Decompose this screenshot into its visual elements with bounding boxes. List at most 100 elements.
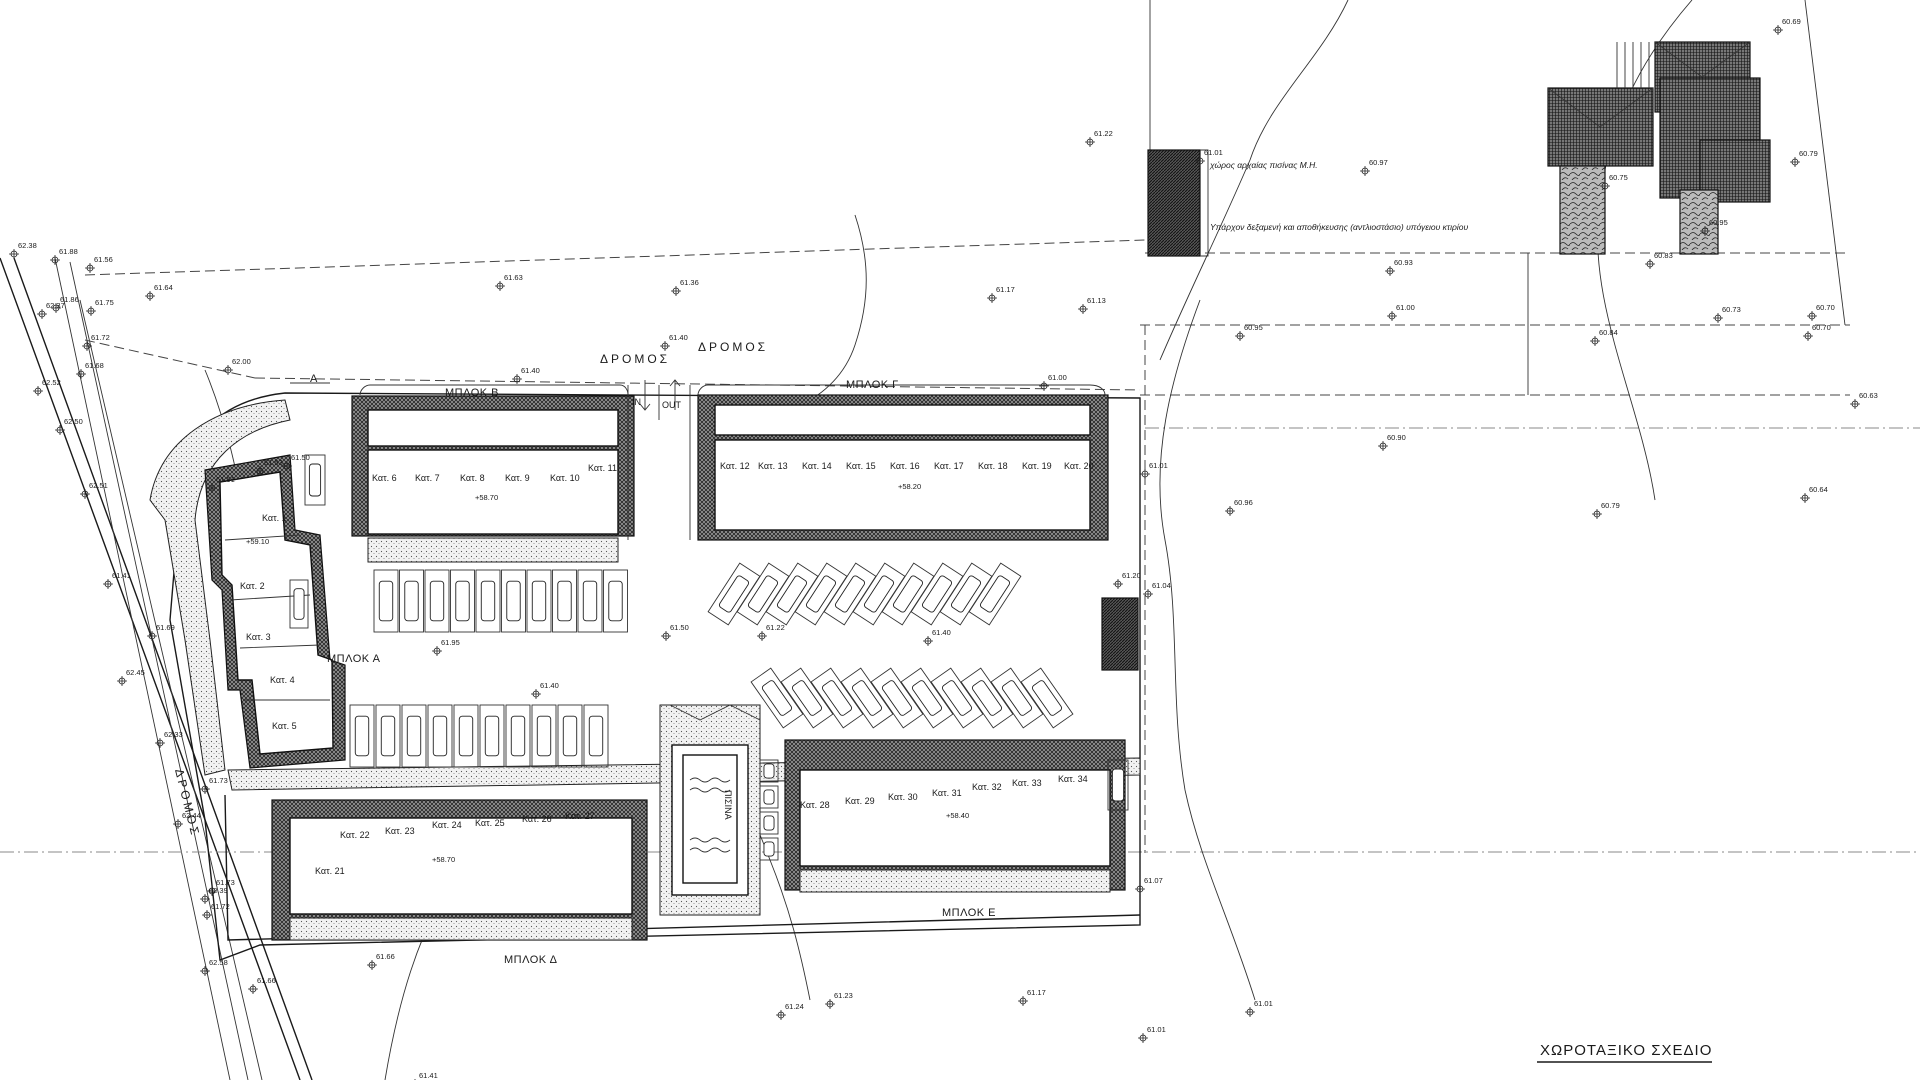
elevation-value: 61.75 [95,298,114,307]
elevation-value: 62.58 [209,958,228,967]
elevation-marker-icon [81,340,93,352]
block-a-level: +59.10 [246,537,269,546]
elevation-marker-icon [1377,440,1389,452]
elevation-value: 61.66 [376,952,395,961]
elevation-marker-icon [1384,265,1396,277]
elevation-point: 61.73 [206,878,235,897]
parking-stall [289,579,309,629]
elevation-value: 60.93 [1394,258,1413,267]
elevation-point: 61.36 [670,278,699,297]
elevation-point: 61.22 [756,623,785,642]
elevation-value: 60.64 [1809,485,1828,494]
entrance-out-label: OUT [662,400,682,410]
unit-label: Κατ. 31 [932,788,962,798]
block-b-level: +58.70 [475,493,498,502]
elevation-marker-icon [431,645,443,657]
parking-stall [557,704,583,768]
elevation-value: 60.90 [1387,433,1406,442]
elevation-value: 60.69 [1782,17,1801,26]
unit-label: Κατ. 2 [240,581,265,591]
elevation-marker-icon [1234,330,1246,342]
unit-label: Κατ. 5 [272,721,297,731]
parking-stall [399,569,424,633]
elevation-value: 61.20 [1122,571,1141,580]
elevation-value: 61.56 [94,255,113,264]
elevation-marker-icon [144,290,156,302]
unit-label: Κατ. 32 [972,782,1002,792]
elevation-point: 62.39 [199,886,228,905]
unit-label: Κατ. 9 [505,473,530,483]
elevation-marker-icon [659,340,671,352]
unit-label: Κατ. 16 [890,461,920,471]
elevation-marker-icon [1589,335,1601,347]
pool-label: ΠΙΣΙΝΑ [723,790,733,820]
parking-stall [479,704,505,768]
parking-stall [968,562,1022,626]
elevation-point: 61.69 [146,623,175,642]
elevation-value: 61.50 [670,623,689,632]
elevation-value: 60.70 [1816,303,1835,312]
elevation-point: 60.79 [1591,501,1620,520]
elevation-value: 62.51 [89,481,108,490]
elevation-value: 62.00 [232,357,251,366]
elevation-value: 61.72 [91,333,110,342]
elevation-marker-icon [1084,136,1096,148]
elevation-value: 61.04 [1152,581,1171,590]
parking-stall [823,562,877,626]
elevation-value: 61.41 [419,1071,438,1080]
elevation-point: 60.64 [1799,485,1828,504]
parking-stall [810,667,864,729]
elevation-value: 62.44 [182,811,201,820]
elevation-marker-icon [1772,24,1784,36]
unit-label: Κατ. 29 [845,796,875,806]
parking-stall [759,811,779,835]
elevation-value: 61.24 [785,1002,804,1011]
elevation-value: 60.79 [1799,149,1818,158]
entrance-in-label: IN [632,397,641,407]
elevation-value: 61.40 [932,628,951,637]
elevation-value: 61.07 [1144,876,1163,885]
elevation-value: 61.13 [1087,296,1106,305]
unit-label: Κατ. 30 [888,792,918,802]
elevation-marker-icon [1038,380,1050,392]
elevation-marker-icon [1799,492,1811,504]
elevation-value: 61.88 [59,247,78,256]
elevation-marker-icon [1077,303,1089,315]
unit-label: Κατ. 1 [262,513,287,523]
elevation-point: 61.40 [530,681,559,700]
elevation-point: 61.95 [431,638,460,657]
elevation-point: 61.23 [824,991,853,1010]
parking-stall [990,667,1044,729]
elevation-point: 60.95 [1699,218,1728,237]
elevation-marker-icon [84,262,96,274]
block-b [351,384,635,563]
parking-stall [759,759,779,783]
elevation-point: 60.79 [1789,149,1818,168]
elevation-point: 60.70 [1802,323,1831,342]
unit-label: Κατ. 7 [415,473,440,483]
parking-spaces [289,454,1129,861]
elevation-value: 62.38 [18,241,37,250]
elevation-point: 62.50 [54,417,83,436]
parking-stall [900,667,954,729]
elevation-value: 61.51 [216,475,235,484]
elevation-point: 61.41 [409,1071,438,1080]
section-marker-label: A [310,373,318,385]
elevation-marker-icon [85,305,97,317]
parking-stall [930,667,984,729]
elevation-value: 60.73 [1722,305,1741,314]
elevation-point: 61.50 [281,453,310,472]
elevation-point: 60.70 [1806,303,1835,322]
elevation-value: 60.83 [1654,251,1673,260]
elevation-marker-icon [199,965,211,977]
parking-stall [424,569,450,633]
elevation-marker-icon [154,737,166,749]
unit-label: Κατ. 8 [460,473,485,483]
unit-label: Κατ. 27 [565,811,595,821]
elevation-marker-icon [1849,398,1861,410]
elevation-marker-icon [775,1009,787,1021]
elevation-point: 60.73 [1712,305,1741,324]
elevation-value: 61.68 [85,361,104,370]
elevation-value: 61.40 [669,333,688,342]
